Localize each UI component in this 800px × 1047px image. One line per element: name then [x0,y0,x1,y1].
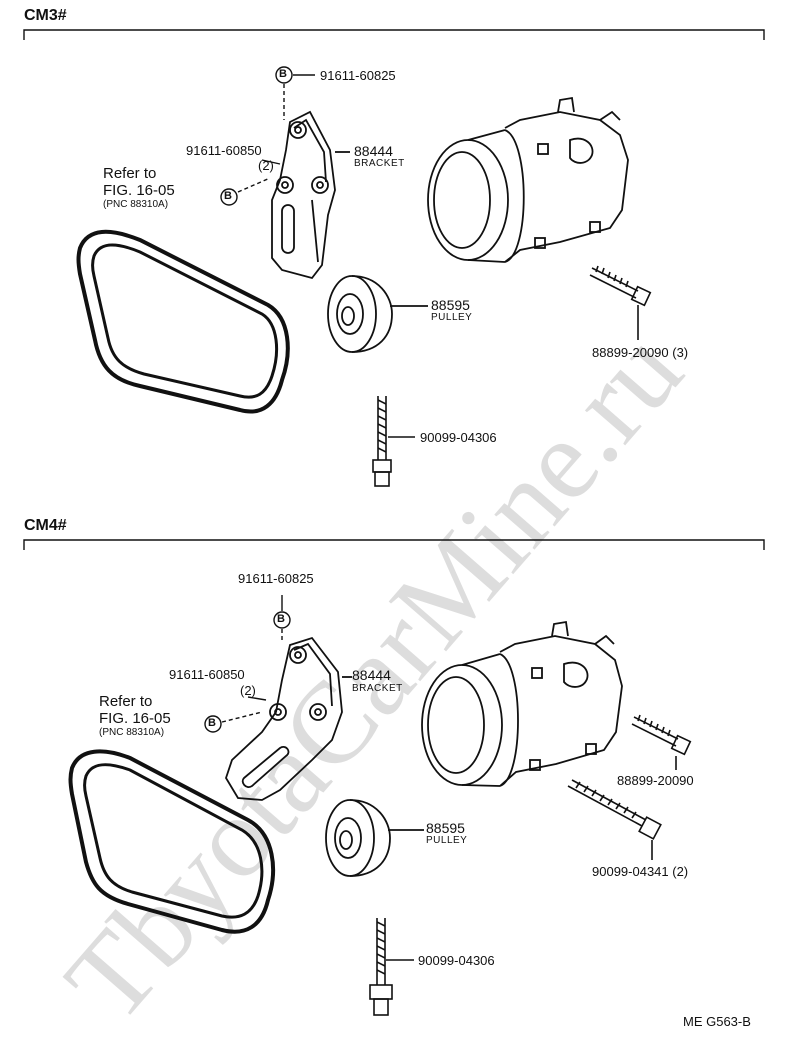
callout-pulley-no-cm3: 88595 [431,297,470,313]
callout-long-bolt-cm3: 90099-04306 [420,430,497,445]
callout-bolt-top-cm3: 91611-60825 [320,68,396,83]
callout-bolt-side-cm4: 91611-60850 [169,667,245,682]
callout-bolt-top-cm4: 91611-60825 [238,571,314,586]
refer-to-line2-cm4: FIG. 16-05 [99,710,171,727]
callout-bracket-name-cm3: BRACKET [354,158,405,169]
callout-stud-cm3: 88899-20090 (3) [592,345,689,360]
compressor-bolt-cm4 [567,779,662,860]
callout-pulley-name-cm4: PULLEY [426,835,468,846]
b-marker-label-side-cm3: B [224,190,232,202]
b-marker-label-top-cm3: B [279,68,287,80]
callout-pulley-name-cm3: PULLEY [431,312,473,323]
callout-long-bolt-cm4: 90099-04306 [418,953,495,968]
v-belt-cm4 [68,749,276,934]
callout-bracket-no-cm4: 88444 [352,667,391,683]
callout-bracket-no-cm3: 88444 [354,143,393,159]
ac-compressor-cm4 [421,620,623,787]
b-marker-top-cm4 [273,611,291,629]
callout-pulley-no-cm4: 88595 [426,820,465,836]
refer-to-line2-cm3: FIG. 16-05 [103,182,175,199]
section-bracket-line-cm4 [23,539,765,550]
b-marker-label-side-cm4: B [208,717,216,729]
stud-bolt-cm3 [589,265,652,340]
idler-pulley-cm3 [327,275,428,353]
callout-bolt-side-qty-cm3: (2) [258,158,274,173]
section-title-cm4: CM4# [24,517,67,534]
b-marker-side-cm3 [220,188,238,206]
section-bracket-line-cm3 [23,29,765,40]
v-belt-cm3 [76,229,290,414]
b-marker-side-cm4 [204,715,222,733]
refer-to-line1-cm3: Refer to [103,165,157,182]
callout-bolt-side-cm3: 91611-60850 [186,143,262,158]
long-bolt-cm4 [369,918,414,1016]
callout-bracket-name-cm4: BRACKET [352,683,403,694]
refer-to-line1-cm4: Refer to [99,693,153,710]
b-marker-top-cm3 [275,66,293,84]
section-title-cm3: CM3# [24,7,67,24]
callout-bolt-side-qty-cm4: (2) [240,683,256,698]
b-marker-label-top-cm4: B [277,613,285,625]
bracket-cm4 [225,636,352,801]
callout-compressor-bolt-cm4: 90099-04341 (2) [592,864,689,879]
footer-code: ME G563-B [683,1014,751,1029]
refer-to-line3-cm4: (PNC 88310A) [99,727,165,738]
bracket-cm3 [271,110,350,280]
refer-to-line3-cm3: (PNC 88310A) [103,199,169,210]
idler-pulley-cm4 [325,799,424,877]
stud-bolt-cm4 [631,714,692,770]
callout-stud-cm4: 88899-20090 [617,773,694,788]
ac-compressor-cm3 [427,96,629,263]
long-bolt-cm3 [372,396,415,487]
